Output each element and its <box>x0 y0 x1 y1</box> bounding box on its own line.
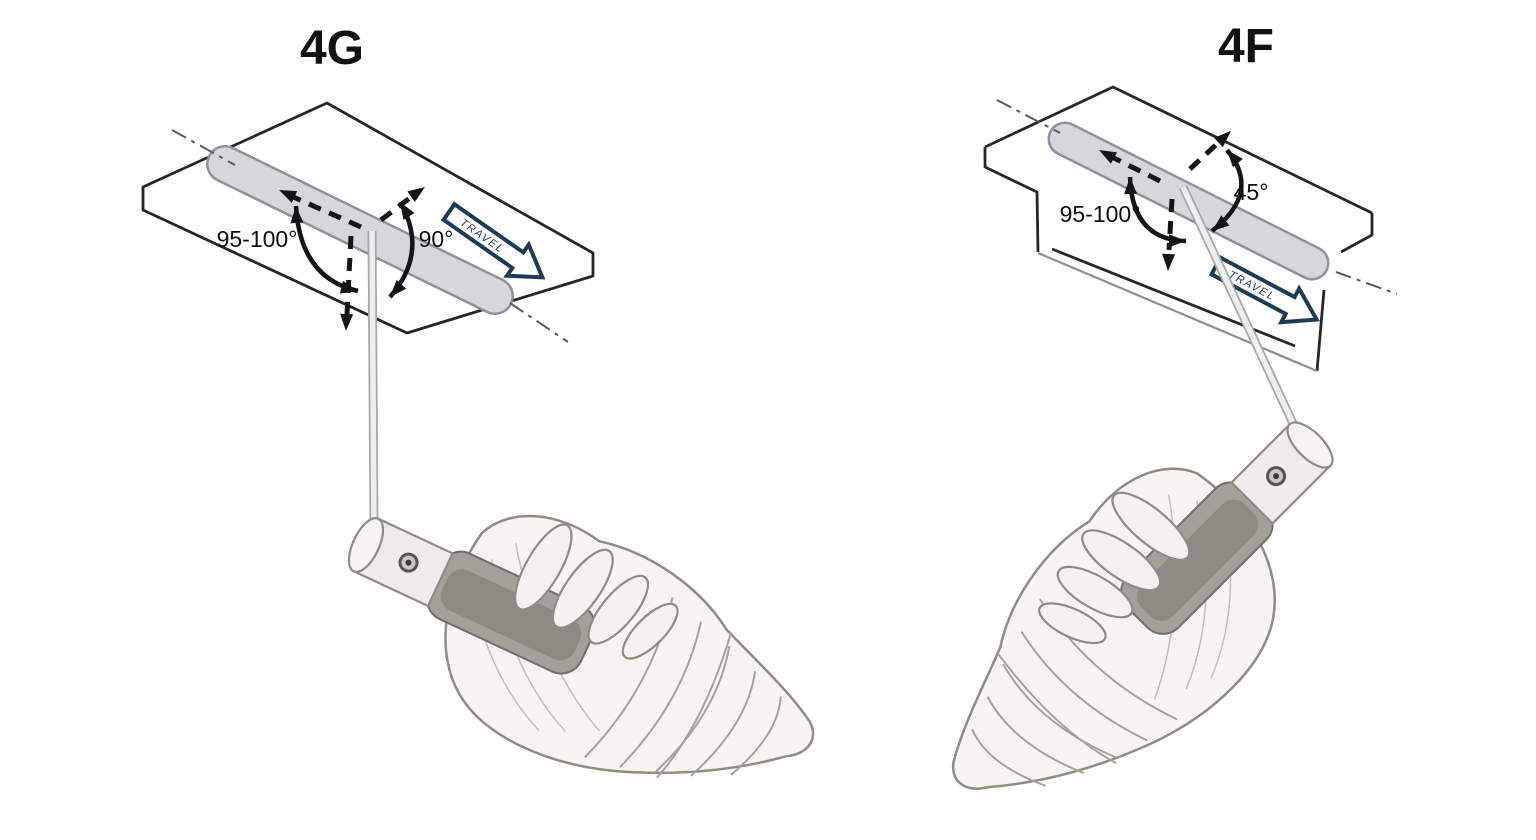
left-electrode <box>367 230 379 528</box>
left-electrode-angle-arc <box>289 205 360 298</box>
left-weld-bead <box>206 145 514 315</box>
right-electrode-angle-arc <box>1123 176 1187 248</box>
right-perpendicular-arrow <box>1188 126 1236 171</box>
right-work-angle-arc <box>1207 145 1244 237</box>
left-weld-axis-arrow <box>276 184 363 230</box>
left-work-angle-label: 90° <box>419 226 454 252</box>
left-work-angle-arc <box>385 198 415 302</box>
left-welder-hand <box>303 441 854 840</box>
left-title: 4G <box>300 22 364 75</box>
right-centerline-start <box>996 99 1061 134</box>
right-electrode <box>1178 185 1302 434</box>
left-centerline-end <box>509 302 569 343</box>
right-diagram-4f: 4F TRAVEL <box>888 20 1404 840</box>
right-vertical-arrow <box>1161 198 1176 272</box>
right-title: 4F <box>1218 20 1274 73</box>
right-centerline-end <box>1335 271 1398 295</box>
right-work-angle-label: 45° <box>1234 179 1269 205</box>
right-electrode-angle-label: 95-100° <box>1060 201 1141 227</box>
right-weld-axis-arrow <box>1095 144 1162 184</box>
right-plate-joint <box>983 85 1374 373</box>
right-welder-hand <box>888 358 1404 840</box>
left-centerline-start <box>171 129 236 166</box>
left-diagram-4g: 4G TRAVEL <box>141 22 854 840</box>
left-electrode-angle-label: 95-100° <box>217 226 298 252</box>
left-perpendicular-arrow <box>379 181 429 222</box>
